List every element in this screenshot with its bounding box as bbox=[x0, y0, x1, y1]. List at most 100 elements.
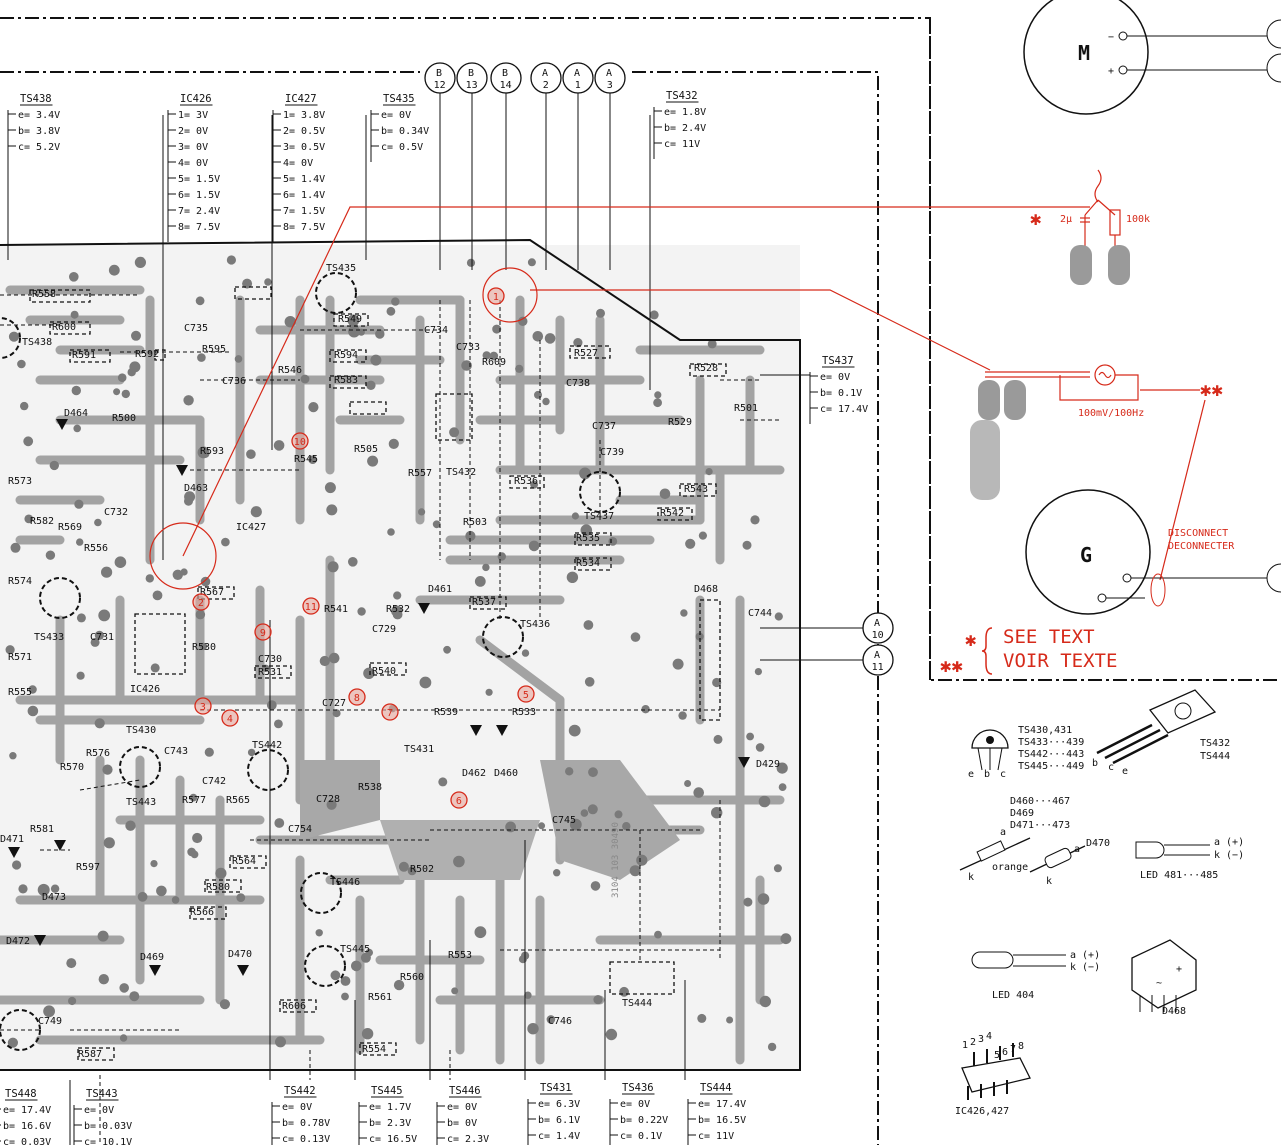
component-r542: R542 bbox=[660, 508, 684, 519]
board-outline bbox=[0, 17, 1281, 1145]
voltage-value: e= 1.7V bbox=[369, 1102, 411, 1113]
connector-B12: B12 bbox=[424, 62, 456, 270]
component-c732: C732 bbox=[104, 507, 128, 518]
component-r546: R546 bbox=[278, 365, 302, 376]
component-r545: R545 bbox=[294, 454, 318, 465]
led-481-label: LED 481···485 bbox=[1140, 870, 1218, 881]
transistor-list: TS432 bbox=[1200, 738, 1230, 749]
component-r533: R533 bbox=[512, 707, 536, 718]
voltage-value: 4= 0V bbox=[283, 158, 313, 169]
motor: M − + bbox=[1023, 0, 1281, 115]
connector-number: 12 bbox=[434, 80, 446, 91]
disconnect-label: DISCONNECT bbox=[1168, 528, 1228, 539]
component-d463: D463 bbox=[184, 483, 208, 494]
component-r597: R597 bbox=[76, 862, 100, 873]
test-point-label: 10 bbox=[294, 437, 306, 448]
ic-label: IC426,427 bbox=[955, 1106, 1009, 1117]
voltage-value: c= 1.4V bbox=[538, 1131, 580, 1142]
component-c742: C742 bbox=[202, 776, 226, 787]
led-404-symbol: a (+)k (−)LED 404 bbox=[971, 950, 1100, 1001]
ic-pin-label: 2 bbox=[970, 1037, 976, 1048]
component-c749: C749 bbox=[38, 1016, 62, 1027]
inset-pads-top bbox=[1070, 245, 1130, 285]
voltage-value: b= 3.8V bbox=[18, 126, 60, 137]
component-r541: R541 bbox=[324, 604, 348, 615]
component-c754: C754 bbox=[288, 824, 312, 835]
cathode-label: k bbox=[968, 872, 974, 883]
component-r554: R554 bbox=[362, 1044, 386, 1055]
voltage-table-title: TS443 bbox=[86, 1088, 118, 1100]
double-star-icon: ✱✱ bbox=[1200, 379, 1223, 401]
component-d464: D464 bbox=[64, 408, 88, 419]
ic-pin-label: 5 bbox=[994, 1050, 1000, 1061]
voltage-value: c= 0.13V bbox=[282, 1134, 330, 1145]
see-text-note: SEE TEXT bbox=[1003, 626, 1095, 648]
component-ts445: TS445 bbox=[340, 944, 370, 955]
voltage-value: 7= 1.5V bbox=[283, 206, 325, 217]
component-d460: D460 bbox=[494, 768, 518, 779]
voltage-value: c= 0.03V bbox=[3, 1137, 51, 1145]
voltage-value: b= 0.1V bbox=[820, 388, 862, 399]
pcb-substrate bbox=[0, 245, 800, 1070]
connector-letter: B bbox=[502, 68, 508, 79]
component-r592: R592 bbox=[135, 349, 159, 360]
voltage-value: e= 1.8V bbox=[664, 107, 706, 118]
test-point-label: 1 bbox=[493, 292, 499, 303]
voltage-table-title: IC427 bbox=[285, 93, 317, 105]
voltage-value: b= 0.22V bbox=[620, 1115, 668, 1126]
ac-label: ~ bbox=[1156, 978, 1162, 989]
voltage-table-title: IC426 bbox=[180, 93, 212, 105]
diode-list: D469 bbox=[1010, 808, 1034, 819]
component-r532: R532 bbox=[386, 604, 410, 615]
connector-number: 10 bbox=[872, 630, 884, 641]
pin-label: b bbox=[984, 769, 990, 780]
star-icon: ✱ bbox=[1030, 208, 1041, 230]
component-d461: D461 bbox=[428, 584, 452, 595]
component-r560: R560 bbox=[400, 972, 424, 983]
component-ic427: IC427 bbox=[236, 522, 266, 533]
voltage-value: c= 2.3V bbox=[447, 1134, 489, 1145]
component-r534: R534 bbox=[576, 558, 600, 569]
connector-letter: B bbox=[468, 68, 474, 79]
component-c733: C733 bbox=[456, 342, 480, 353]
component-r582: R582 bbox=[30, 516, 54, 527]
voltage-value: e= 0V bbox=[282, 1102, 312, 1113]
voltage-value: e= 0V bbox=[447, 1102, 477, 1113]
anode-label: a bbox=[1000, 827, 1006, 838]
voltage-value: c= 11V bbox=[698, 1131, 734, 1142]
connector-A10: A10 bbox=[760, 612, 894, 644]
voltage-table-title: TS446 bbox=[449, 1085, 481, 1097]
component-c743: C743 bbox=[164, 746, 188, 757]
voltage-value: e= 0V bbox=[84, 1105, 114, 1116]
transistor-list: TS444 bbox=[1200, 751, 1230, 762]
test-point-8: 8 bbox=[348, 688, 366, 706]
voltage-value: b= 0.03V bbox=[84, 1121, 132, 1132]
connector-letter: B bbox=[436, 68, 442, 79]
voltage-value: 2= 0V bbox=[178, 126, 208, 137]
component-r574: R574 bbox=[8, 576, 32, 587]
transistor-list: TS433···439 bbox=[1018, 737, 1084, 748]
test-point-label: 8 bbox=[354, 693, 360, 704]
test-point-7: 7 bbox=[381, 703, 399, 721]
voltage-value: b= 2.3V bbox=[369, 1118, 411, 1129]
voltage-table-title: TS444 bbox=[700, 1082, 732, 1094]
component-ts432: TS432 bbox=[446, 467, 476, 478]
voltage-table-title: TS438 bbox=[20, 93, 52, 105]
component-c731: C731 bbox=[90, 632, 114, 643]
transistor-list: TS445···449 bbox=[1018, 761, 1084, 772]
voltage-value: 6= 1.5V bbox=[178, 190, 220, 201]
connector-number: 11 bbox=[872, 662, 884, 673]
test-point-11: 11 bbox=[302, 597, 320, 615]
component-ts430: TS430 bbox=[126, 725, 156, 736]
